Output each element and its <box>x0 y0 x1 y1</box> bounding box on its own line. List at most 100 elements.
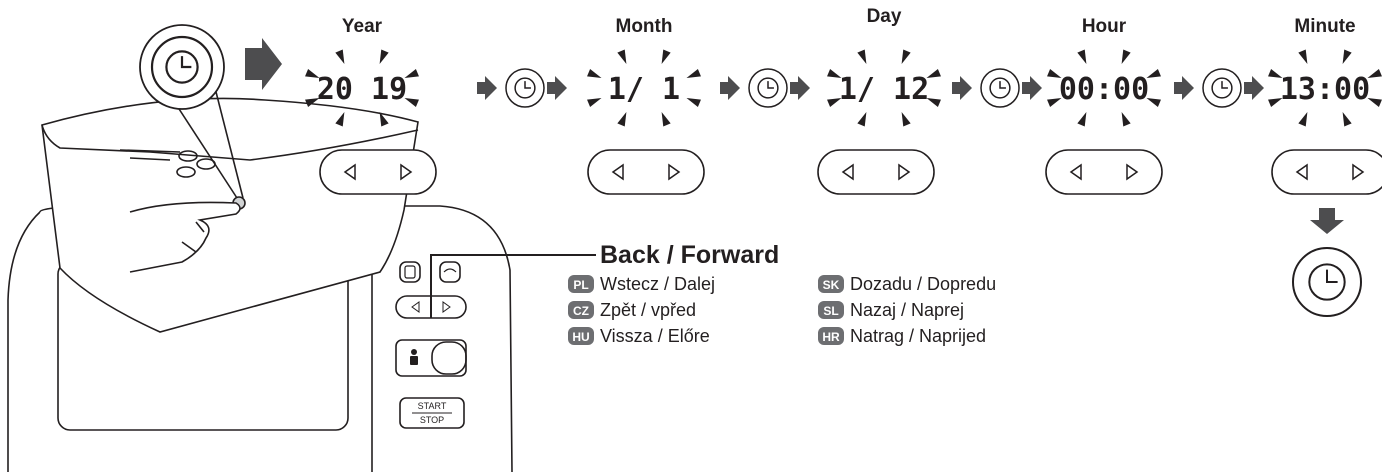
cuff-logo <box>119 149 181 161</box>
translation-hu: HU Vissza / Előre <box>568 326 710 346</box>
lang-badge <box>818 327 844 345</box>
blink-rays <box>587 49 701 127</box>
panel-right-arrow-icon <box>442 301 451 313</box>
blink-rays <box>1047 49 1161 127</box>
panel-user-toggle[interactable] <box>431 341 467 375</box>
right-arrow-icon[interactable] <box>400 163 413 181</box>
step-display: 1/ 12 <box>839 72 929 107</box>
left-arrow-icon[interactable] <box>343 163 356 181</box>
back-forward-button[interactable] <box>1271 149 1382 195</box>
lang-text: Dozadu / Dopredu <box>850 274 996 294</box>
step-label: Month <box>616 16 673 37</box>
step-display: 1/ 1 <box>608 72 680 107</box>
blink-rays <box>827 49 941 127</box>
clock-icon <box>505 68 545 108</box>
lang-badge <box>818 301 844 319</box>
lang-code: HU <box>572 330 589 344</box>
step-display: 20 19 <box>317 72 407 107</box>
right-arrow-icon[interactable] <box>898 163 911 181</box>
lang-text: Zpět / vpřed <box>600 300 696 320</box>
translation-hr: HR Natrag / Naprijed <box>818 326 986 346</box>
steps-layer: Year 20 19 Month 1/ 1 Day 1/ 12 Hour 00:00 Minut… <box>305 6 1382 195</box>
left-arrow-icon[interactable] <box>841 163 854 181</box>
lang-code: HR <box>822 330 840 344</box>
lang-badge <box>568 301 594 319</box>
lang-text: Natrag / Naprijed <box>850 326 986 346</box>
left-arrow-icon[interactable] <box>1069 163 1082 181</box>
flow-arrow <box>547 76 567 100</box>
lang-badge <box>568 327 594 345</box>
lang-text: Nazaj / Naprej <box>850 300 964 320</box>
back-forward-button[interactable] <box>587 149 705 195</box>
clock-icon <box>1292 247 1362 317</box>
step-day: Day 1/ 12 <box>817 6 941 195</box>
clock-icon <box>1202 68 1242 108</box>
monitor-body <box>7 205 513 472</box>
step-label: Hour <box>1082 16 1127 37</box>
panel-user-button[interactable] <box>395 339 467 377</box>
translation-pl: PL Wstecz / Dalej <box>568 274 715 294</box>
left-arrow-icon[interactable] <box>1295 163 1308 181</box>
step-display: 00:00 <box>1059 72 1149 107</box>
lang-code: SK <box>823 278 840 292</box>
translation-sl: SL Nazaj / Naprej <box>818 300 964 320</box>
clock-icon <box>748 68 788 108</box>
step-minute: Minute 13:00 <box>1268 16 1382 195</box>
translation-sk: SK Dozadu / Dopredu <box>818 274 996 294</box>
step-month: Month 1/ 1 <box>587 16 705 195</box>
clock-icon <box>980 68 1020 108</box>
legend-title: Back / Forward <box>600 241 779 269</box>
callout-line-2 <box>213 83 244 199</box>
legend-leader-line <box>430 254 596 318</box>
flow-arrow <box>790 76 810 100</box>
panel-left-arrow-icon <box>411 301 420 313</box>
flow-arrow-start <box>245 38 282 90</box>
finger-lines <box>181 221 205 253</box>
step-year: Year 20 19 <box>305 16 437 195</box>
lang-text: Wstecz / Dalej <box>600 274 715 294</box>
clock-icon <box>150 35 214 99</box>
panel-icons <box>404 265 457 365</box>
record-icon <box>404 265 416 279</box>
cuff-button-1 <box>178 150 198 162</box>
back-forward-button[interactable] <box>817 149 935 195</box>
right-arrow-icon[interactable] <box>1352 163 1365 181</box>
lang-text: Vissza / Előre <box>600 326 710 346</box>
lang-badge <box>568 275 594 293</box>
back-forward-button[interactable] <box>1045 149 1163 195</box>
step-label: Day <box>867 6 902 27</box>
panel-start-stop-button[interactable] <box>399 397 465 429</box>
lang-code: CZ <box>573 304 589 318</box>
flow-arrow <box>1174 76 1194 100</box>
step-label: Minute <box>1294 16 1355 37</box>
person-icon <box>410 349 418 365</box>
start-label: START <box>418 401 447 411</box>
flow-arrow <box>1022 76 1042 100</box>
cuff-top <box>41 124 419 161</box>
stop-label: STOP <box>420 415 444 425</box>
step-display: 13:00 <box>1280 72 1370 107</box>
lang-badge <box>818 275 844 293</box>
lang-code: PL <box>573 278 588 292</box>
back-forward-button[interactable] <box>319 149 437 195</box>
flow-arrow-down <box>1310 208 1344 234</box>
blink-rays <box>1268 49 1382 127</box>
panel-memory-button[interactable] <box>439 261 461 283</box>
flow-arrow <box>477 76 497 100</box>
cuff-button-3 <box>176 166 196 178</box>
panel-record-button[interactable] <box>399 261 421 283</box>
step-label: Year <box>342 16 383 37</box>
flow-arrow <box>952 76 972 100</box>
lang-code: SL <box>823 304 838 318</box>
finger-hand <box>129 201 241 273</box>
flow-arrow <box>1244 76 1264 100</box>
translation-cz: CZ Zpět / vpřed <box>568 300 696 320</box>
memory-icon <box>443 268 457 273</box>
step-hour: Hour 00:00 <box>1045 16 1163 195</box>
flow-arrow <box>720 76 740 100</box>
right-arrow-icon[interactable] <box>1126 163 1139 181</box>
right-arrow-icon[interactable] <box>668 163 681 181</box>
left-arrow-icon[interactable] <box>611 163 624 181</box>
